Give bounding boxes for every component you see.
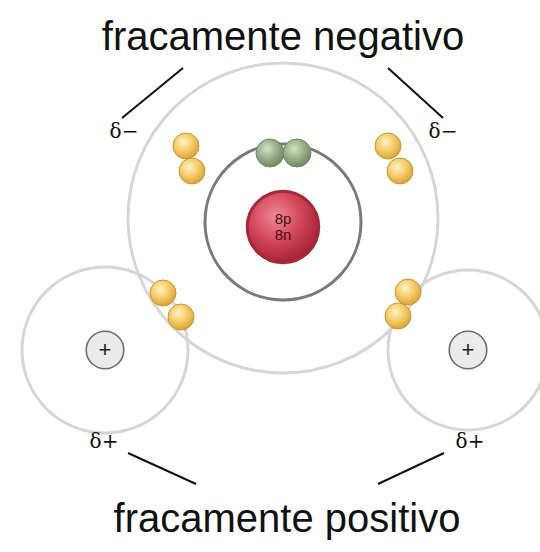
electron-pairs xyxy=(150,133,421,330)
hydrogen-nucleus: + xyxy=(85,330,125,370)
partial-charge: δ+ xyxy=(456,429,485,453)
partial-charge: δ− xyxy=(110,119,139,143)
hydrogen-orbit xyxy=(22,267,188,433)
node-text: 8p 8n xyxy=(275,211,292,243)
oxygen-inner-orbit xyxy=(205,144,361,300)
charge-caption: fracamente positivo xyxy=(114,496,461,541)
electron xyxy=(283,139,311,167)
charge-caption: fracamente negativo xyxy=(102,14,464,59)
hydrogen-orbit xyxy=(388,270,540,430)
hydrogen-nucleus: + xyxy=(448,330,488,370)
leader-lines xyxy=(122,68,444,484)
node-text: + xyxy=(99,338,112,361)
partial-charge: δ− xyxy=(429,119,458,143)
oxygen-outer-orbit xyxy=(128,63,438,373)
partial-charge: δ+ xyxy=(90,429,119,453)
node-text: + xyxy=(462,338,475,361)
electron xyxy=(256,139,284,167)
oxygen-nucleus: 8p 8n xyxy=(245,189,321,265)
